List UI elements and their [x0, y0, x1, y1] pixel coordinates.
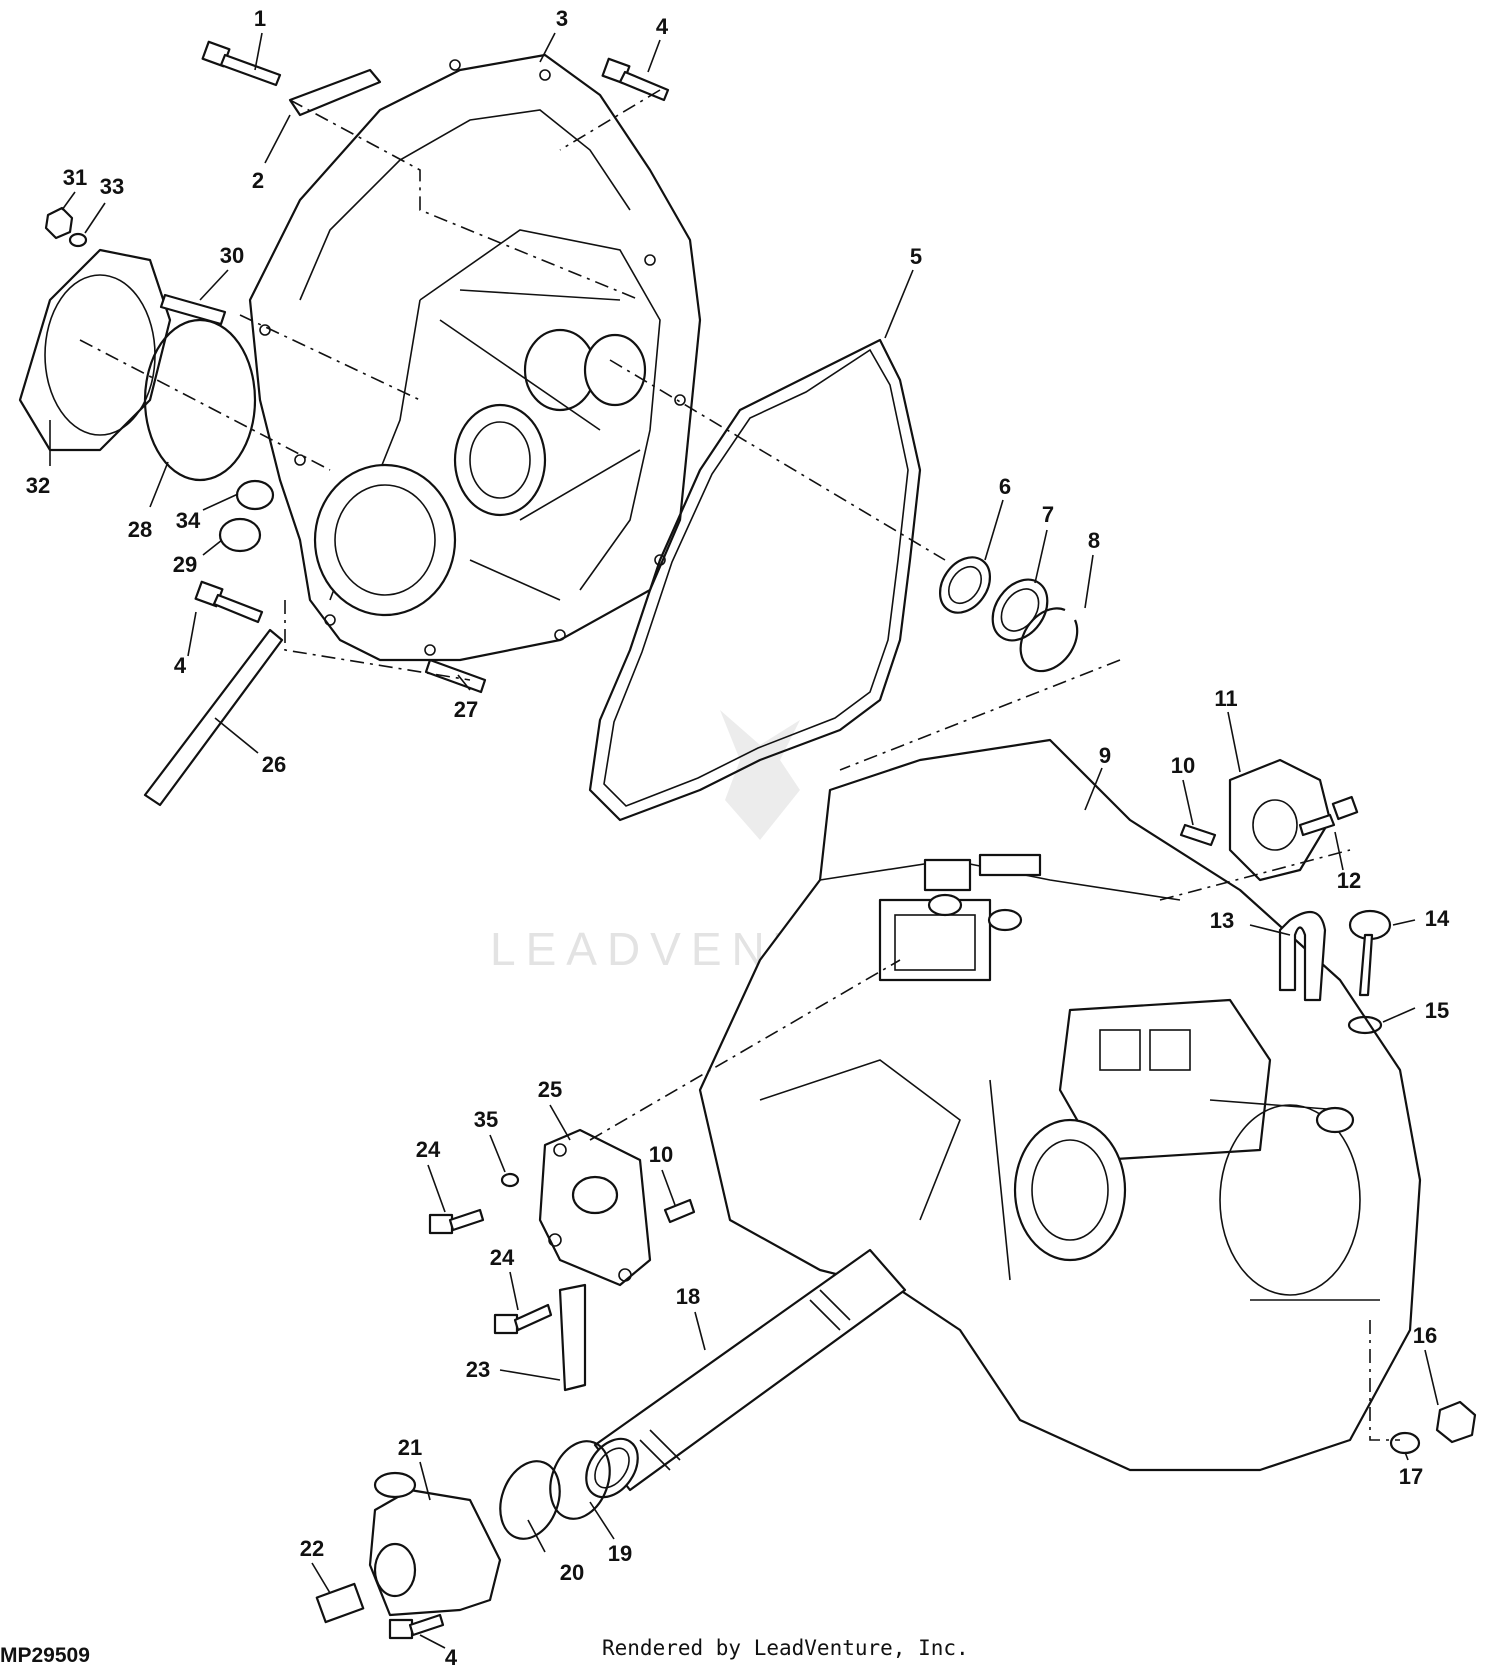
footer-credit: Rendered by LeadVenture, Inc. [602, 1636, 969, 1660]
callout-7: 7 [1042, 502, 1054, 527]
callout-13: 13 [1210, 908, 1234, 933]
callout-35: 35 [474, 1107, 498, 1132]
lock-plate-2 [288, 68, 382, 117]
callout-4-bottom: 4 [445, 1645, 458, 1669]
callout-9: 9 [1099, 743, 1111, 768]
callout-18: 18 [676, 1284, 700, 1309]
fitting-21 [368, 1471, 502, 1617]
oil-strainer-18 [585, 1248, 907, 1499]
valve-housing-11 [1228, 758, 1332, 882]
callout-4-left: 4 [174, 653, 187, 678]
callout-3: 3 [556, 6, 568, 31]
callout-5: 5 [910, 244, 922, 269]
cap-screw-24-a [428, 1208, 485, 1235]
cap-screw-4-top [601, 57, 670, 102]
callout-29: 29 [173, 552, 197, 577]
washer-35 [500, 1172, 520, 1188]
callout-30: 30 [220, 243, 244, 268]
o-ring-28 [143, 318, 257, 482]
plug-34 [235, 479, 275, 511]
cap-screw-1 [201, 40, 282, 87]
callout-6: 6 [999, 474, 1011, 499]
snap-ring-8 [1019, 607, 1079, 673]
center-lines [79, 89, 1400, 1441]
cap-screw-24-b [493, 1303, 553, 1335]
callout-33: 33 [100, 174, 124, 199]
cap-screw-4-left [194, 580, 264, 624]
nut-31 [44, 206, 74, 240]
callout-31: 31 [63, 165, 87, 190]
drain-plug-22 [315, 1582, 365, 1624]
dipstick-26 [143, 628, 284, 807]
callout-23: 23 [466, 1357, 490, 1382]
callout-14: 14 [1425, 906, 1450, 931]
drain-plug-16 [1435, 1400, 1477, 1444]
cap-screw-12 [1298, 795, 1359, 837]
pin-10-mid [663, 1198, 696, 1224]
callout-24-a: 24 [416, 1137, 441, 1162]
bracket-23 [558, 1283, 587, 1392]
callout-21: 21 [398, 1435, 422, 1460]
leader-lines [49, 32, 1439, 1649]
fill-cap-14 [1348, 909, 1392, 997]
callout-4-top: 4 [656, 14, 669, 39]
callout-8: 8 [1088, 528, 1100, 553]
flywheel-housing [248, 53, 702, 662]
plug-29 [218, 517, 262, 553]
transmission-case [698, 738, 1422, 1472]
callout-25: 25 [538, 1077, 562, 1102]
callout-27: 27 [454, 697, 478, 722]
cap-screw-4-bottom [388, 1613, 445, 1640]
callout-22: 22 [300, 1536, 324, 1561]
callout-2: 2 [252, 168, 264, 193]
o-ring-20 [499, 1460, 561, 1540]
callout-17: 17 [1399, 1464, 1423, 1489]
callout-10-mid: 10 [649, 1142, 673, 1167]
callout-24-b: 24 [490, 1245, 515, 1270]
callout-1: 1 [254, 6, 266, 31]
pin-10-top [1179, 823, 1217, 847]
gasket [588, 338, 922, 822]
callout-16: 16 [1413, 1323, 1437, 1348]
callouts: 1 2 3 4 31 33 30 5 32 28 34 29 4 27 26 6… [26, 6, 1450, 1669]
callout-34: 34 [176, 508, 201, 533]
callout-26: 26 [262, 752, 286, 777]
callout-28: 28 [128, 517, 152, 542]
dowel-pin-27 [424, 658, 487, 694]
callout-12: 12 [1337, 868, 1361, 893]
stud-30 [159, 293, 227, 326]
watermark-logo-icon [720, 710, 800, 840]
callout-15: 15 [1425, 998, 1449, 1023]
cover-plate-25 [538, 1128, 652, 1287]
callout-19: 19 [608, 1541, 632, 1566]
callout-10-top: 10 [1171, 753, 1195, 778]
washer-17 [1389, 1431, 1421, 1455]
breather-tube-13 [1278, 910, 1327, 1002]
o-ring-15 [1347, 1015, 1383, 1035]
callout-32: 32 [26, 473, 50, 498]
callout-20: 20 [560, 1560, 584, 1585]
seal-ring-6 [938, 556, 992, 614]
figure-id: MP29509 [0, 1644, 90, 1667]
lock-washer-33 [68, 232, 88, 248]
callout-11: 11 [1214, 686, 1237, 711]
